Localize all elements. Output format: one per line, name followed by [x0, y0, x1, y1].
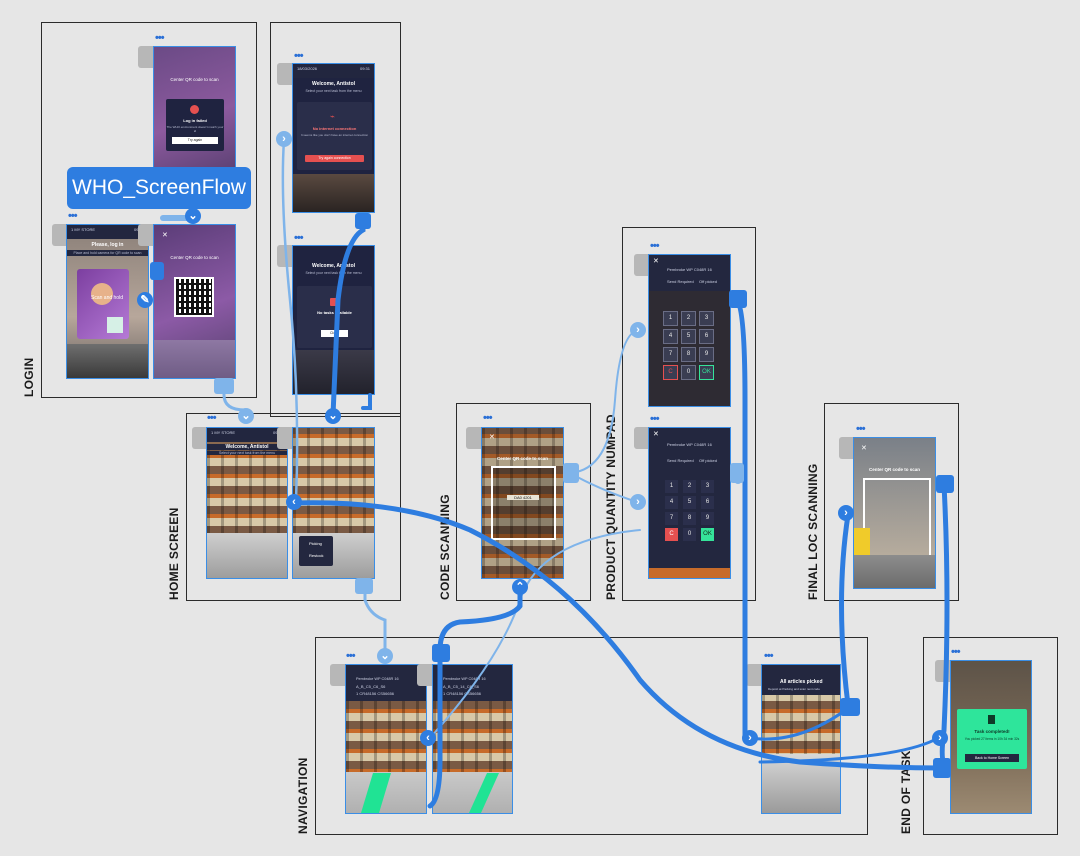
connector-node — [933, 758, 951, 778]
frame-tab — [138, 224, 156, 246]
frame-tab — [466, 427, 484, 449]
frame-tab — [138, 46, 156, 68]
barcode-label: DA0 4201 — [507, 495, 539, 500]
section-label-login: LOGIN — [22, 357, 36, 398]
ellipsis-icon[interactable]: ••• — [294, 232, 304, 244]
frame-tab — [839, 437, 857, 459]
screen-home-b[interactable]: Picking Restock — [292, 427, 375, 579]
login-failed-card: Log in failed The WHO environment doesn'… — [166, 99, 224, 151]
screen-no-tasks[interactable]: Welcome, Antistol Select your next task … — [292, 245, 375, 395]
screen-final-loc[interactable]: ✕ Center QR code to scan — [853, 437, 936, 589]
close-icon[interactable]: ✕ — [653, 258, 659, 265]
screen-end-task[interactable]: Task completed! You picked 27 items in 1… — [950, 660, 1032, 814]
frame-tab — [52, 224, 70, 246]
task-menu: Picking Restock — [299, 536, 333, 566]
connector-node — [355, 578, 373, 594]
chevron-right-icon[interactable]: › — [742, 730, 758, 746]
ellipsis-icon[interactable]: ••• — [951, 646, 961, 658]
ellipsis-icon[interactable]: ••• — [483, 412, 493, 424]
section-label-code: CODE SCANNING — [438, 494, 452, 600]
scan-frame — [863, 478, 931, 558]
ellipsis-icon[interactable]: ••• — [856, 423, 866, 435]
close-icon[interactable]: ✕ — [861, 445, 867, 452]
chevron-down-icon[interactable]: ⌄ — [377, 648, 393, 664]
screen-nav-b[interactable]: Pembroke WP C048R 16 A_B_C5_14_C6_S6 1 C… — [432, 664, 513, 814]
connector-node — [355, 213, 371, 229]
board-title-badge[interactable]: WHO_ScreenFlow — [67, 167, 251, 209]
screen-login-please[interactable]: 1 MY STORE09:31 Please, log in Place and… — [66, 224, 149, 379]
frame-tab — [634, 254, 652, 276]
screen-nav-a[interactable]: Pembroke WP C048R 16 A_B_C5_C6_S6 1 CR48… — [345, 664, 427, 814]
qr-code — [174, 277, 214, 317]
document-icon — [988, 715, 995, 724]
chevron-right-icon[interactable]: › — [630, 494, 646, 510]
ellipsis-icon[interactable]: ••• — [207, 412, 217, 424]
section-label-end: END OF TASK — [899, 750, 913, 834]
menu-item-restock[interactable]: Restock — [309, 553, 324, 558]
section-label-nav: NAVIGATION — [296, 757, 310, 834]
chevron-down-icon[interactable]: ⌄ — [325, 408, 341, 424]
menu-item-picking[interactable]: Picking — [309, 541, 322, 546]
ellipsis-icon[interactable]: ••• — [650, 413, 660, 425]
connector-node — [730, 463, 744, 483]
connector-node — [432, 644, 450, 662]
chevron-left-icon[interactable]: ‹ — [420, 730, 436, 746]
id-badge-card: Scan and hold — [77, 269, 129, 339]
chevron-up-icon[interactable]: ⌃ — [512, 579, 528, 595]
connector-node — [729, 290, 747, 308]
screen-numpad-b[interactable]: ✕ Pembroke WP C048R 16 Send Required Off… — [648, 427, 731, 579]
connector-node — [150, 262, 164, 280]
connector-node — [840, 698, 860, 716]
chevron-down-icon[interactable]: ⌄ — [238, 408, 254, 424]
section-label-final: FINAL LOC SCANNING — [806, 463, 820, 600]
ellipsis-icon[interactable]: ••• — [155, 32, 165, 44]
frame-tab — [192, 427, 210, 449]
chevron-right-icon[interactable]: › — [630, 322, 646, 338]
try-again-button[interactable]: Try again — [172, 137, 218, 144]
chevron-right-icon[interactable]: › — [932, 730, 948, 746]
ellipsis-icon[interactable]: ••• — [764, 650, 774, 662]
frame-tab — [277, 63, 295, 85]
chevron-down-icon[interactable]: ⌄ — [185, 208, 201, 224]
ellipsis-icon[interactable]: ••• — [346, 650, 356, 662]
screen-nav-done[interactable]: All articles picked Deposit at Packing a… — [761, 664, 841, 814]
ellipsis-icon[interactable]: ••• — [68, 210, 78, 222]
close-button[interactable]: Close — [321, 330, 348, 337]
close-icon[interactable]: ✕ — [162, 232, 168, 239]
screen-numpad-a[interactable]: ✕ Pembroke WP C048R 16 Send Required Off… — [648, 254, 731, 407]
try-again-connection-button[interactable]: Try again connection — [305, 155, 364, 162]
ellipsis-icon[interactable]: ••• — [650, 240, 660, 252]
numpad: 1 2 3 4 5 6 7 8 9 C 0 OK — [663, 311, 723, 391]
wifi-off-icon: ⌁ — [330, 112, 335, 121]
chevron-right-icon[interactable]: › — [838, 505, 854, 521]
screen-code-scan[interactable]: ✕ Center QR code to scan DA0 4201 — [481, 427, 564, 579]
section-label-numpad: PRODUCT QUANTITY NUMPAD — [604, 414, 618, 600]
back-home-button[interactable]: Back to Home Screen — [965, 754, 1019, 762]
edit-icon[interactable]: ✎ — [137, 292, 153, 308]
task-complete-card: Task completed! You picked 27 items in 1… — [957, 709, 1027, 769]
numpad: 1 2 3 4 5 6 7 8 9 C 0 OK — [665, 480, 725, 550]
chevron-left-icon[interactable]: ‹ — [286, 494, 302, 510]
scan-hold-label: Scan and hold — [91, 295, 123, 301]
scan-frame — [491, 466, 556, 540]
section-login — [41, 22, 257, 398]
connector-node — [563, 463, 579, 483]
screen-login-qr[interactable]: ✕ Center QR code to scan — [153, 224, 236, 379]
section-label-home: HOME SCREEN — [167, 507, 181, 600]
close-icon[interactable]: ✕ — [653, 431, 659, 438]
chevron-right-icon[interactable]: › — [276, 131, 292, 147]
connector-node — [936, 475, 954, 493]
close-icon[interactable]: ✕ — [489, 434, 495, 441]
connector-node — [214, 378, 234, 394]
screen-home-a[interactable]: 1 MY STORE09:31 Welcome, Antistol Select… — [206, 427, 288, 579]
ellipsis-icon[interactable]: ••• — [294, 50, 304, 62]
avatar — [91, 283, 113, 305]
